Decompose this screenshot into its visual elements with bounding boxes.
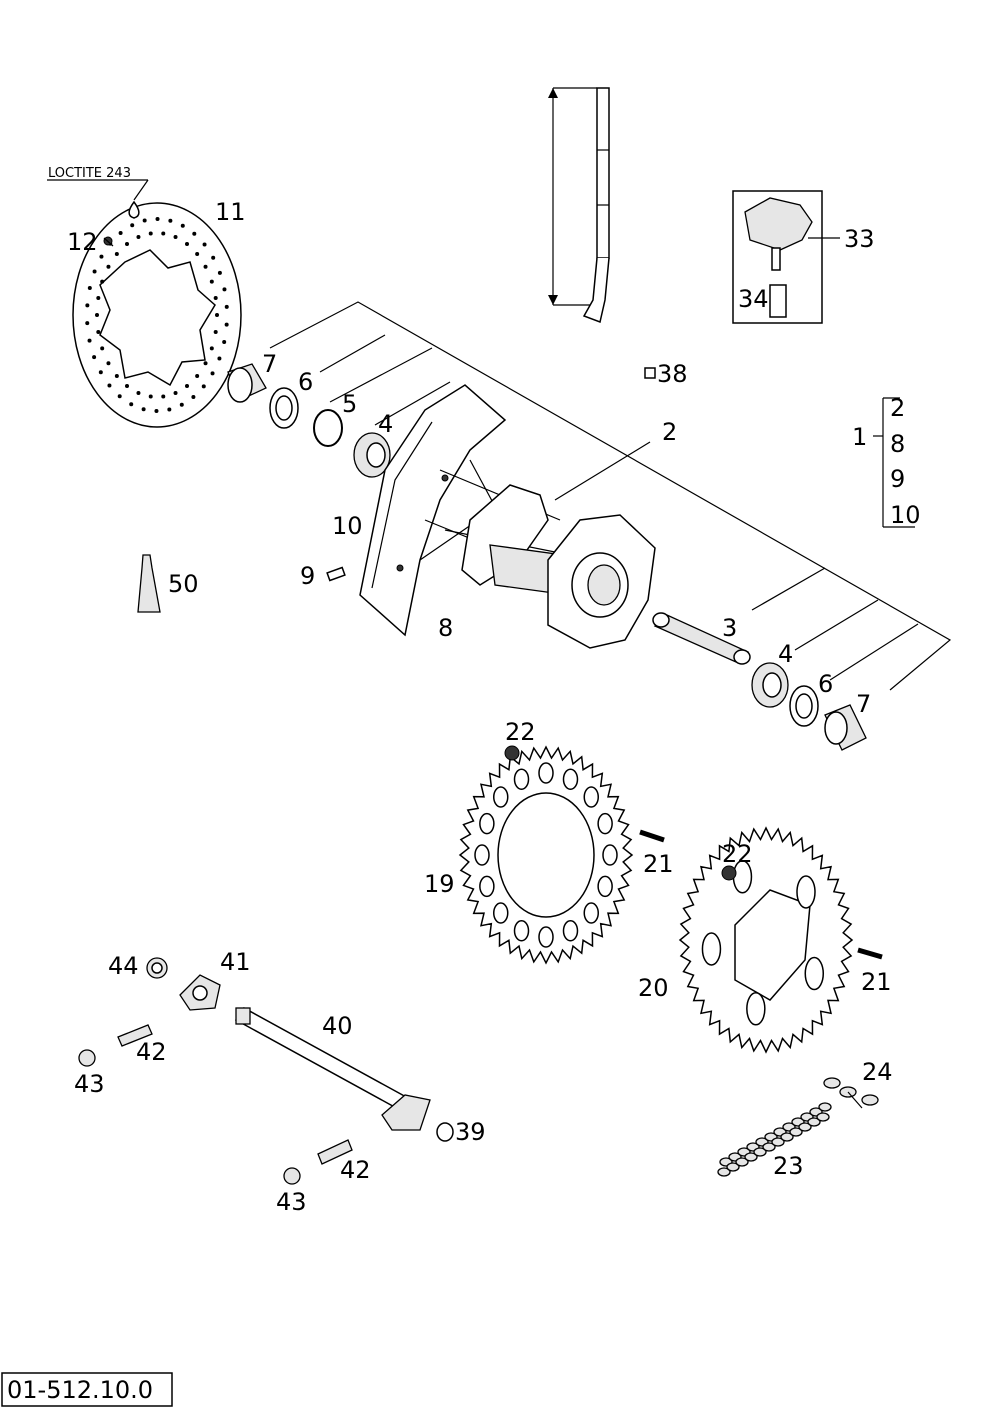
sprocket-nut-a (504, 745, 520, 761)
label-2: 2 (662, 418, 677, 446)
assembly-leader-lines (269, 301, 952, 691)
label-6a: 6 (298, 368, 313, 396)
label-19: 19 (424, 870, 455, 898)
sprocket-19 (458, 745, 634, 965)
label-6b: 6 (818, 670, 833, 698)
part-labels: 11 12 7 6 5 4 2 10 9 8 50 38 33 34 1 2 8… (67, 198, 921, 1216)
label-42a: 42 (136, 1038, 167, 1066)
loctite-note: LOCTITE 243 (48, 166, 131, 181)
chain-adjuster (179, 974, 221, 1011)
label-10: 10 (332, 512, 363, 540)
label-39: 39 (455, 1118, 486, 1146)
label-9: 9 (300, 562, 315, 590)
document-id-box: 01-512.10.0 (1, 1372, 173, 1407)
label-8: 8 (438, 614, 453, 642)
valve-stem (548, 87, 610, 324)
loctite-callout: LOCTITE 243 (47, 166, 149, 219)
label-24: 24 (862, 1058, 893, 1086)
label-41: 41 (220, 948, 251, 976)
kit-item-10: 10 (890, 501, 921, 529)
nipple-screw (326, 566, 346, 582)
sprocket-bolt-b (857, 947, 883, 960)
bearing-left (353, 432, 391, 478)
drive-chain (717, 1102, 832, 1177)
chain-guide-box (732, 190, 840, 324)
adjuster-screw-a (117, 1024, 153, 1047)
label-12: 12 (67, 228, 98, 256)
label-40: 40 (322, 1012, 353, 1040)
label-33: 33 (844, 225, 875, 253)
adjuster-screw-b (317, 1139, 353, 1165)
seal-left (269, 387, 299, 429)
spacer-right (824, 704, 867, 751)
bearing-right (751, 662, 789, 708)
wheel-hub (461, 484, 656, 649)
sprocket-bolt-a (639, 829, 665, 843)
label-22a: 22 (505, 718, 536, 746)
grease-tube (137, 554, 161, 613)
rim-segment (359, 384, 507, 637)
label-4b: 4 (778, 640, 793, 668)
label-38: 38 (657, 360, 688, 388)
label-1: 1 (852, 423, 867, 451)
axle-nut (146, 957, 168, 979)
label-43a: 43 (74, 1070, 105, 1098)
label-5: 5 (342, 390, 357, 418)
axle-cap (436, 1122, 454, 1142)
label-23: 23 (773, 1152, 804, 1180)
label-21b: 21 (861, 968, 892, 996)
kit-item-9: 9 (890, 465, 905, 493)
sprocket-20 (678, 826, 854, 1054)
adjuster-nut-b (283, 1167, 301, 1185)
spacer-left (227, 363, 267, 403)
label-42b: 42 (340, 1156, 371, 1184)
loctite-drop-icon (128, 200, 140, 219)
label-22b: 22 (722, 840, 753, 868)
label-44: 44 (108, 952, 139, 980)
axle (234, 1007, 431, 1131)
kit-bracket (873, 397, 915, 528)
label-20: 20 (638, 974, 669, 1002)
seal-right (789, 685, 819, 727)
label-21a: 21 (643, 850, 674, 878)
label-50: 50 (168, 570, 199, 598)
label-34: 34 (738, 285, 769, 313)
brake-disc (72, 202, 242, 428)
sprocket-nut-b (721, 865, 737, 881)
label-3: 3 (722, 614, 737, 642)
label-7a: 7 (262, 350, 277, 378)
kit-item-2: 2 (890, 394, 905, 422)
document-id: 01-512.10.0 (7, 1376, 153, 1404)
kit-item-8: 8 (890, 430, 905, 458)
label-43b: 43 (276, 1188, 307, 1216)
disc-screw (103, 236, 114, 247)
chain-master-link (823, 1077, 879, 1109)
label-4a: 4 (378, 410, 393, 438)
circlip (313, 409, 343, 447)
label-11: 11 (215, 198, 246, 226)
label-7b: 7 (856, 690, 871, 718)
small-plug (644, 367, 656, 379)
adjuster-nut-a (78, 1049, 96, 1067)
axle-spacer (652, 612, 751, 665)
